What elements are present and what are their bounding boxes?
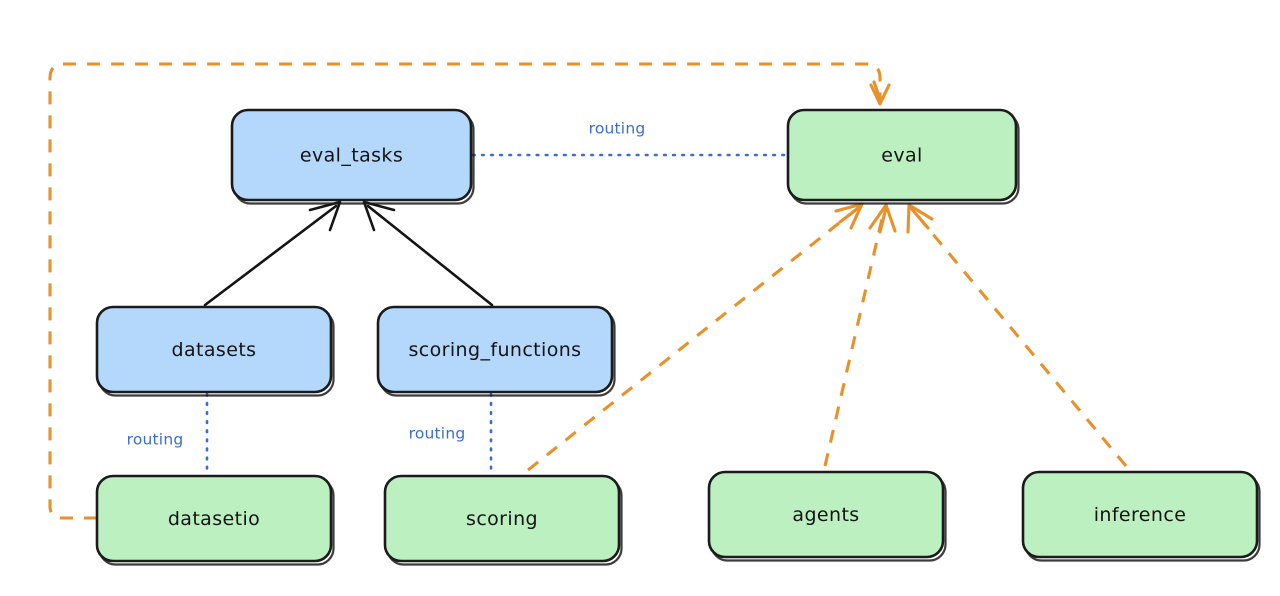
edge-label-eval_tasks-eval: routing	[589, 120, 646, 138]
node-eval_tasks[interactable]: eval_tasks	[230, 108, 475, 205]
edge-scoring_functions-eval_tasks[interactable]	[362, 200, 494, 307]
node-scoring-shape	[383, 474, 621, 563]
node-scoring-label: scoring	[466, 508, 538, 530]
node-datasetio-shape	[95, 474, 333, 563]
edge-group-dependency	[203, 200, 494, 307]
edge-scoring_functions-eval_tasks-line	[366, 204, 494, 307]
edge-label-scoring_functions-scoring: routing	[409, 425, 466, 443]
edge-datasetio-eval-arrowhead	[869, 83, 891, 106]
node-eval[interactable]: eval	[786, 108, 1020, 205]
node-agents-shape	[707, 470, 945, 559]
edge-scoring-eval-arrowhead-inner	[838, 204, 863, 224]
node-inference-shape	[1021, 470, 1259, 559]
node-eval-shape	[786, 108, 1018, 202]
node-datasetio-label: datasetio	[168, 508, 260, 530]
node-agents-label: agents	[792, 504, 859, 526]
node-agents[interactable]: agents	[707, 470, 947, 562]
edge-group-routing	[205, 153, 788, 476]
node-layer: eval_tasks eval datasets scoring_functionsd…	[95, 108, 1261, 566]
edge-label-datasets-datasetio: routing	[127, 431, 184, 449]
node-scoring[interactable]: scoring	[383, 474, 623, 566]
node-scoring_functions-label: scoring_functions	[409, 339, 582, 361]
node-scoring_functions-shape	[376, 305, 614, 394]
node-scoring_functions[interactable]: scoring_functions	[376, 305, 616, 397]
node-datasets-shape	[95, 305, 333, 394]
edge-datasetio-eval-arrowhead-inner	[872, 80, 882, 101]
node-eval-label: eval	[881, 145, 922, 167]
edge-label-layer: routing routing routing	[127, 120, 646, 449]
edge-inference-eval-arrowhead-inner	[908, 205, 930, 230]
node-inference-label: inference	[1094, 504, 1187, 526]
edge-agents-eval-arrowhead-inner	[878, 206, 888, 234]
edge-agents-eval[interactable]	[823, 203, 897, 467]
node-datasetio[interactable]: datasetio	[95, 474, 335, 566]
node-eval_tasks-label: eval_tasks	[300, 145, 403, 167]
edge-datasetio-eval[interactable]	[48, 62, 891, 520]
node-inference[interactable]: inference	[1021, 470, 1261, 562]
edge-agents-eval-line	[823, 209, 886, 467]
edge-inference-eval[interactable]	[906, 203, 1128, 467]
edge-inference-eval-arrowhead	[906, 203, 934, 234]
edge-inference-eval-line	[910, 208, 1128, 467]
edge-datasets-eval_tasks[interactable]	[203, 200, 342, 307]
node-datasets-label: datasets	[172, 339, 257, 361]
node-datasets[interactable]: datasets	[95, 305, 335, 397]
edge-scoring_functions-eval_tasks-arrowhead	[362, 200, 396, 232]
edge-datasets-eval_tasks-arrowhead	[308, 200, 342, 232]
node-eval_tasks-shape	[230, 108, 473, 202]
edge-agents-eval-arrowhead	[868, 203, 897, 233]
edge-datasets-eval_tasks-line	[203, 204, 338, 307]
